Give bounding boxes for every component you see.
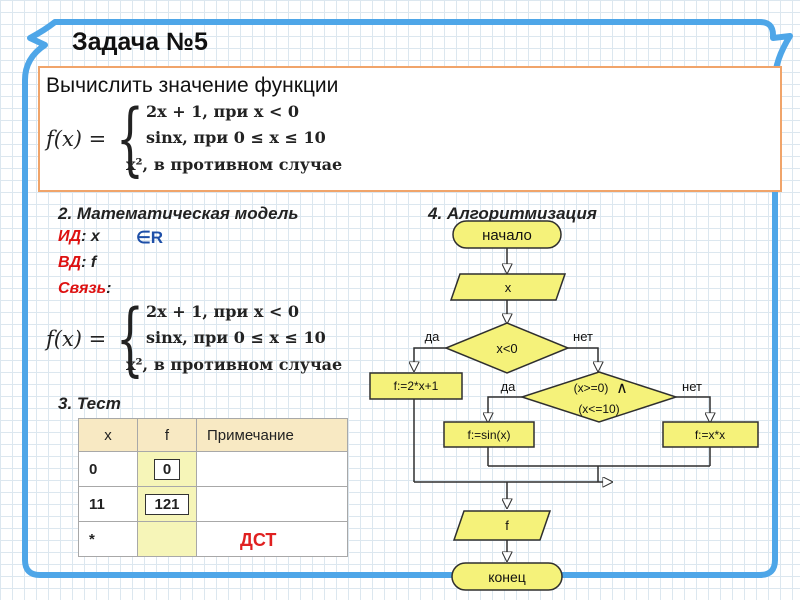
formula-case-2: sinx, при 0 ≤ x ≤ 10 <box>146 128 326 147</box>
column-header-note: Примечание <box>196 418 348 452</box>
formula-case-1: 2x + 1, при x < 0 <box>146 102 300 121</box>
input-data-label: ИД <box>58 228 82 245</box>
table-row: 11 121 <box>78 486 348 522</box>
table-row: 0 0 <box>78 451 348 487</box>
model-input-line: ИД: x <box>58 228 100 246</box>
flow-assign-3 <box>662 421 759 448</box>
link-label: Связь <box>58 280 107 297</box>
assign-2-label: f:=sin(x) <box>467 428 510 442</box>
connector-line <box>568 347 598 371</box>
formula-case-3: x², в противном случае <box>126 155 343 174</box>
cell-note <box>196 521 348 557</box>
model-heading: 2. Математическая модель <box>58 204 299 223</box>
flow-output-block <box>452 510 552 541</box>
formula-case-3: x², в противном случае <box>126 355 343 374</box>
connector-line <box>488 396 522 422</box>
assign-1-label: f:=2*x+1 <box>394 379 439 393</box>
start-label: начало <box>482 227 532 244</box>
yes-label-1: да <box>425 329 441 344</box>
formula-lhs: f(x) = <box>46 127 107 151</box>
table-header-row: x f Примечание <box>78 418 348 452</box>
connector-line <box>676 396 710 422</box>
output-label: f <box>505 518 509 533</box>
flow-input-block <box>449 273 567 301</box>
formula-brace: { <box>116 292 144 385</box>
yes-label-2: да <box>501 379 517 394</box>
cell-f-value: 0 <box>153 458 181 480</box>
flow-condition-2 <box>519 371 679 423</box>
test-table: x f Примечание 0 0 11 121 * <box>78 418 348 557</box>
condition-2-line2: (x<=10) <box>578 402 619 416</box>
formula-lhs: f(x) = <box>46 327 107 351</box>
and-symbol: ∧ <box>616 380 628 397</box>
flow-condition-1 <box>444 322 570 374</box>
algo-heading: 4. Алгоритмизация <box>428 204 597 223</box>
condition-2-line1: (x>=0) <box>574 381 609 395</box>
assign-3-label: f:=x*x <box>695 428 725 442</box>
cell-f: 121 <box>137 486 197 522</box>
no-label-1: нет <box>573 329 593 344</box>
column-header-f: f <box>137 418 197 452</box>
input-data-value: : x <box>81 228 100 245</box>
formula-case-2: sinx, при 0 ≤ x ≤ 10 <box>146 328 326 347</box>
test-heading: 3. Тест <box>58 394 121 413</box>
connector-line <box>414 347 446 371</box>
task-box <box>38 66 782 192</box>
cell-f <box>137 521 197 557</box>
model-output-line: ВД: f <box>58 254 96 272</box>
formula-brace: { <box>116 92 144 185</box>
condition-1-label: x<0 <box>496 341 517 356</box>
model-formula: f(x) = { 2x + 1, при x < 0 sinx, при 0 ≤… <box>46 292 376 386</box>
formula-case-1: 2x + 1, при x < 0 <box>146 302 300 321</box>
no-label-2: нет <box>682 379 702 394</box>
flow-start-terminal <box>452 220 562 249</box>
column-header-x: x <box>78 418 138 452</box>
flow-assign-1 <box>369 372 463 400</box>
input-set: ∈R <box>136 228 164 247</box>
link-colon: : <box>106 280 112 297</box>
end-label: конец <box>488 569 526 585</box>
input-label: x <box>505 280 512 295</box>
flow-assign-2 <box>443 421 535 448</box>
model-link-line: Связь: <box>58 280 111 298</box>
output-data-value: : f <box>81 254 97 271</box>
page-title: Задача №5 <box>72 28 208 56</box>
task-statement: Вычислить значение функции <box>46 74 339 97</box>
task-formula: f(x) = { 2x + 1, при x < 0 sinx, при 0 ≤… <box>46 92 376 186</box>
table-row: * <box>78 521 348 557</box>
output-data-label: ВД <box>58 254 82 271</box>
flow-end-terminal <box>451 562 563 591</box>
dst-note: ДСТ <box>240 530 277 550</box>
cell-f-value: 121 <box>145 493 189 515</box>
